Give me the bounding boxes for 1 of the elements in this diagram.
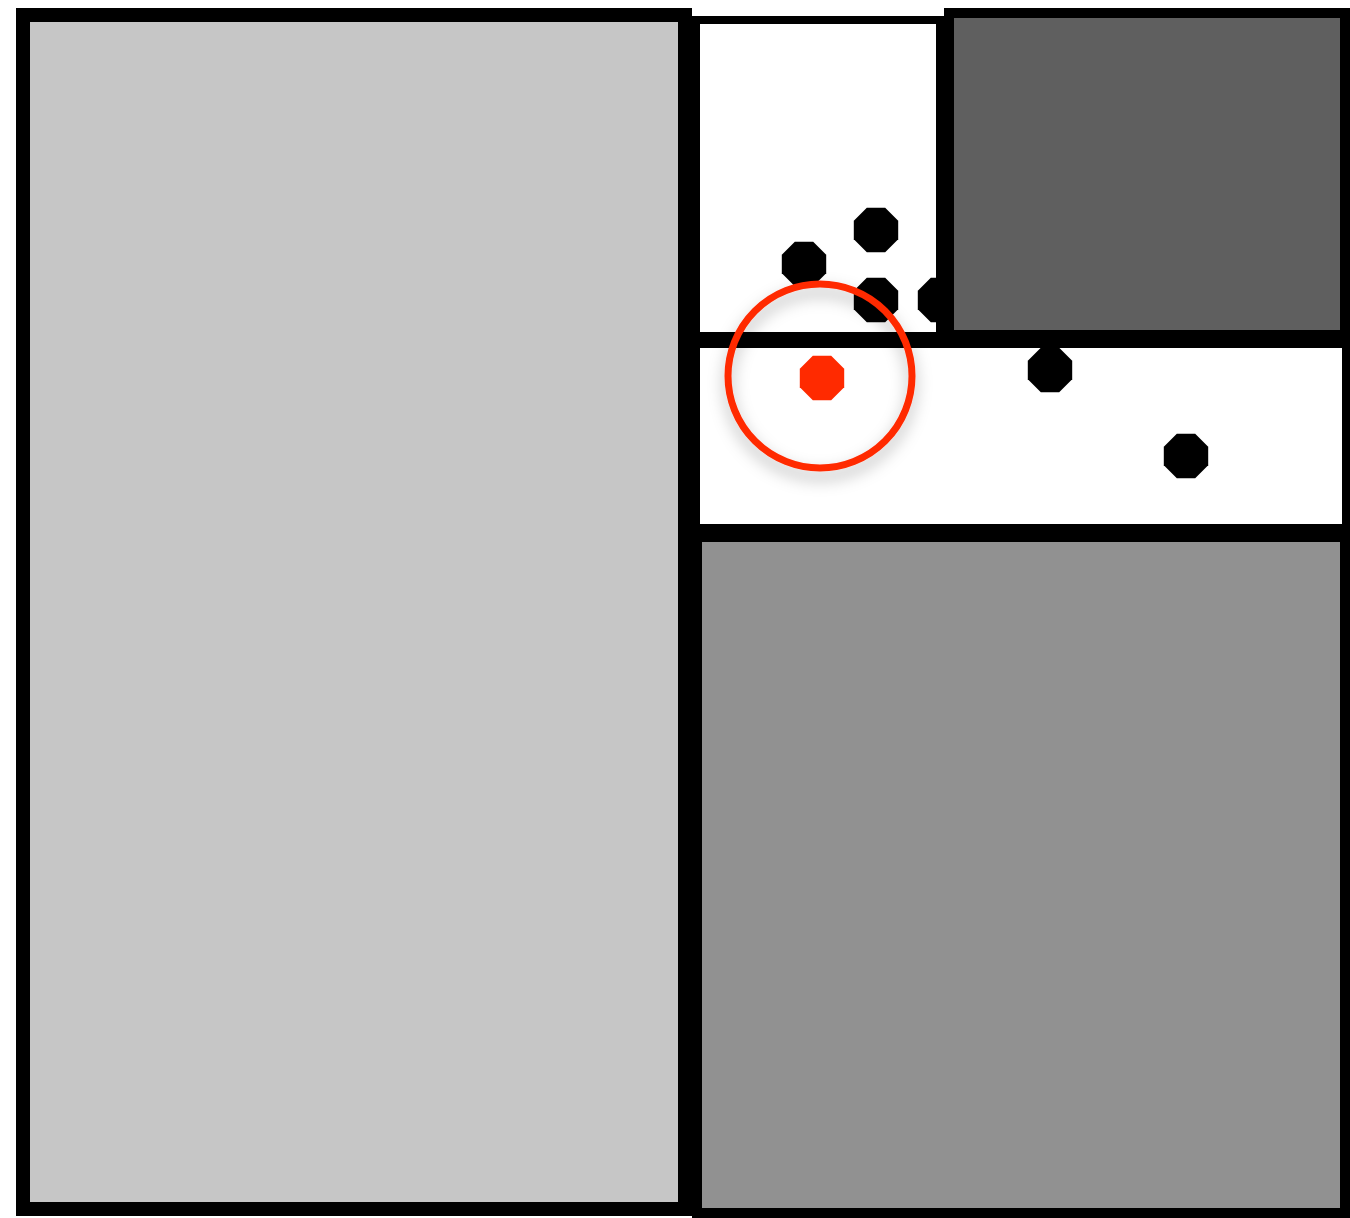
region-box <box>16 8 692 1216</box>
